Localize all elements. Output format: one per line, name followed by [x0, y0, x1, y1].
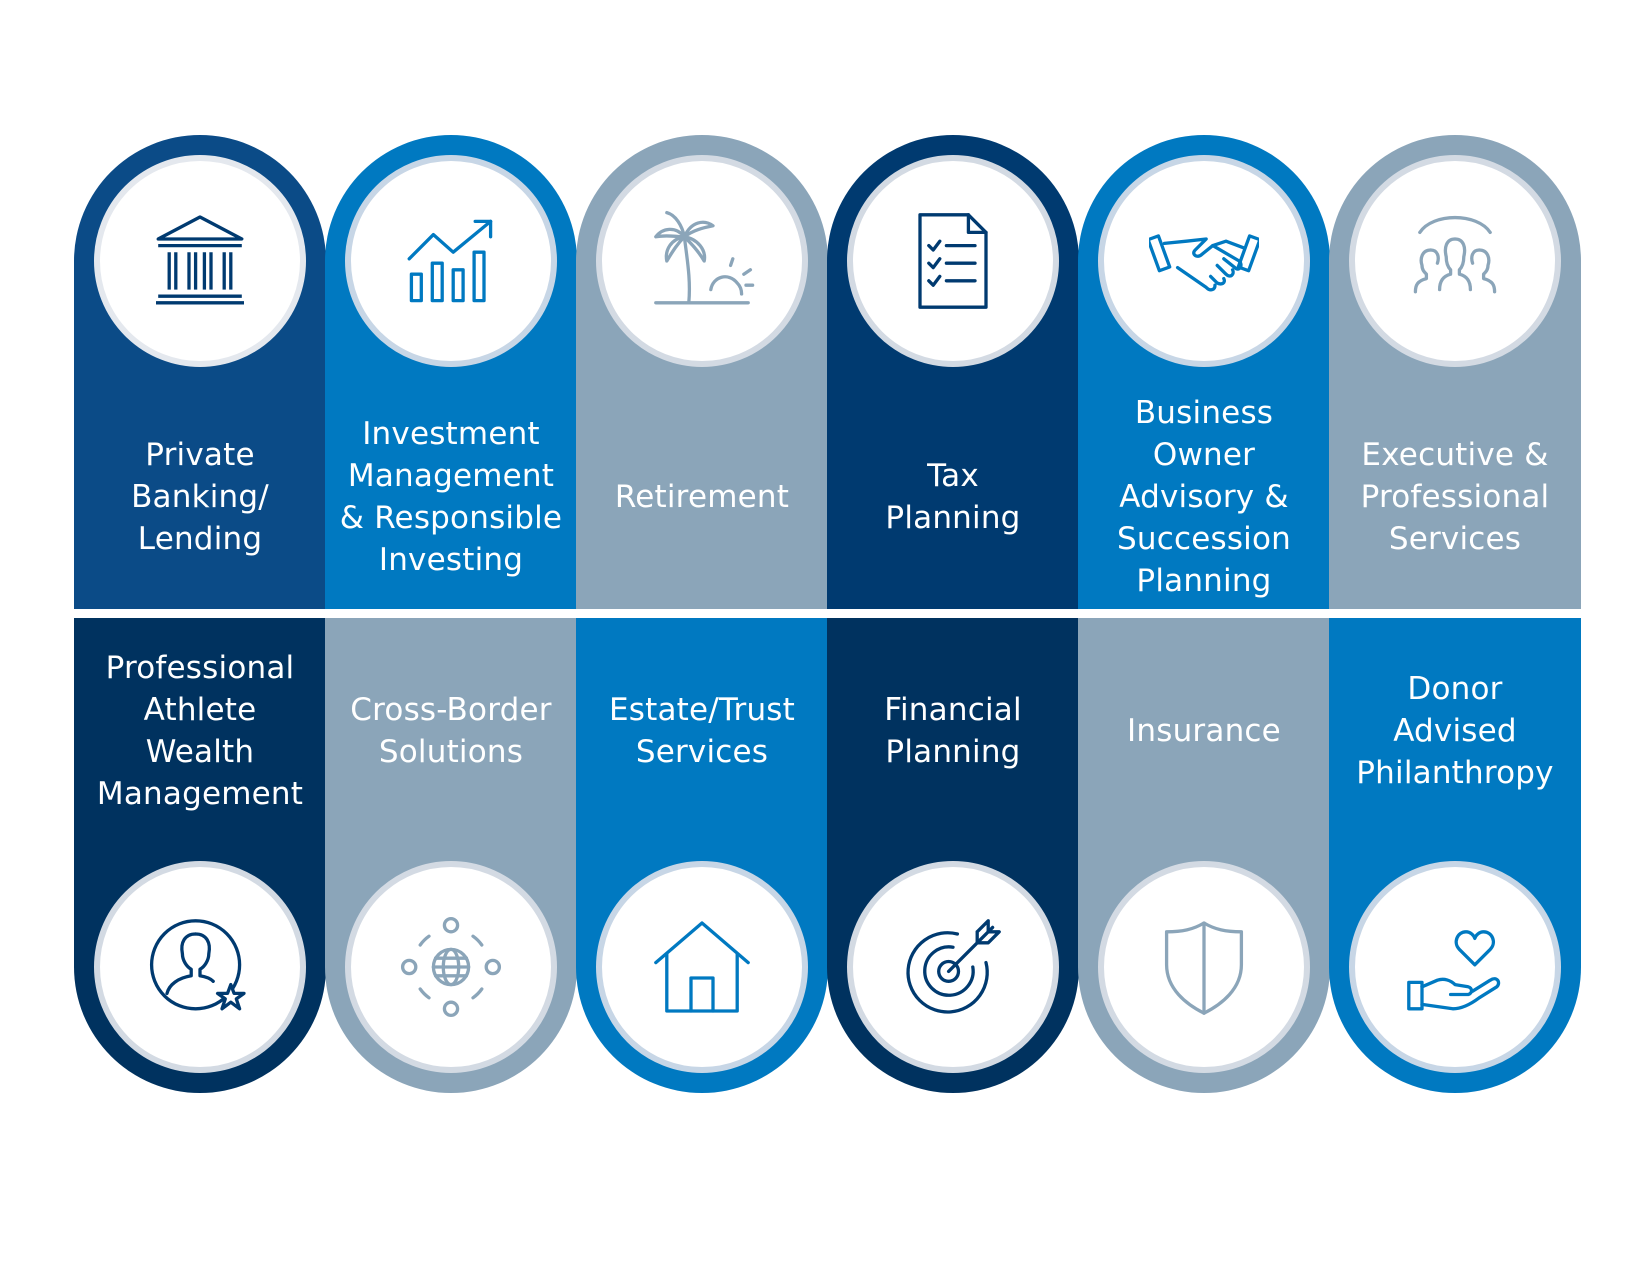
icon-circle [345, 155, 557, 367]
service-label: Cross-Border Solutions [350, 691, 552, 770]
service-tile-tax-planning: Tax Planning [827, 135, 1079, 609]
icon-circle [1349, 861, 1561, 1073]
service-tile-investment-management: Investment Management & Responsible Inve… [325, 135, 577, 609]
service-label: Private Banking/ Lending [131, 437, 269, 557]
icon-circle [847, 155, 1059, 367]
person-star-icon [149, 919, 246, 1011]
people-group-icon [1413, 215, 1497, 294]
service-tile-private-banking: Private Banking/ Lending [74, 135, 326, 609]
service-label: Financial Planning [884, 691, 1022, 770]
service-tile-estate-trust: Estate/Trust Services [576, 618, 828, 1093]
icon-circle [596, 155, 808, 367]
service-tile-business-owner: Business Owner Advisory & Succession Pla… [1078, 135, 1330, 609]
growth-chart-icon [407, 219, 493, 303]
icon-circle [94, 155, 306, 367]
row-divider [74, 609, 1578, 618]
service-label: Professional Athlete Wealth Management [96, 649, 304, 812]
icon-circle [345, 861, 557, 1073]
service-tile-retirement: Retirement [576, 135, 828, 609]
service-tile-executive-professional: Executive & Professional Services [1329, 135, 1581, 609]
icon-circle [94, 861, 306, 1073]
target-arrow-icon [906, 919, 1001, 1014]
globe-network-icon [400, 916, 502, 1018]
service-label: Tax Planning [885, 458, 1021, 536]
service-tile-financial-planning: Financial Planning [827, 618, 1079, 1093]
service-label: Investment Management & Responsible Inve… [339, 416, 563, 578]
service-tile-donor-advised: Donor Advised Philanthropy [1329, 618, 1581, 1093]
service-tile-insurance: Insurance [1078, 618, 1330, 1093]
shield-icon [1164, 921, 1244, 1015]
icon-circle [1098, 861, 1310, 1073]
service-label: Business Owner Advisory & Succession Pla… [1116, 395, 1291, 599]
bank-building-icon [156, 215, 244, 305]
service-label: Retirement [614, 479, 790, 515]
hand-heart-icon [1407, 930, 1501, 1011]
handshake-icon [1149, 234, 1259, 292]
icon-circle [847, 861, 1059, 1073]
service-tile-cross-border: Cross-Border Solutions [325, 618, 577, 1093]
service-label: Estate/Trust Services [608, 691, 796, 770]
house-icon [654, 921, 750, 1013]
palm-tree-sunset-icon [654, 210, 755, 305]
service-label: Insurance [1127, 712, 1281, 749]
icon-circle [1098, 155, 1310, 367]
service-tile-professional-athlete: Professional Athlete Wealth Management [74, 618, 326, 1093]
checklist-document-icon [918, 213, 988, 309]
icon-circle [1349, 155, 1561, 367]
service-label: Donor Advised Philanthropy [1356, 670, 1554, 791]
service-label: Executive & Professional Services [1360, 437, 1550, 557]
icon-circle [596, 861, 808, 1073]
